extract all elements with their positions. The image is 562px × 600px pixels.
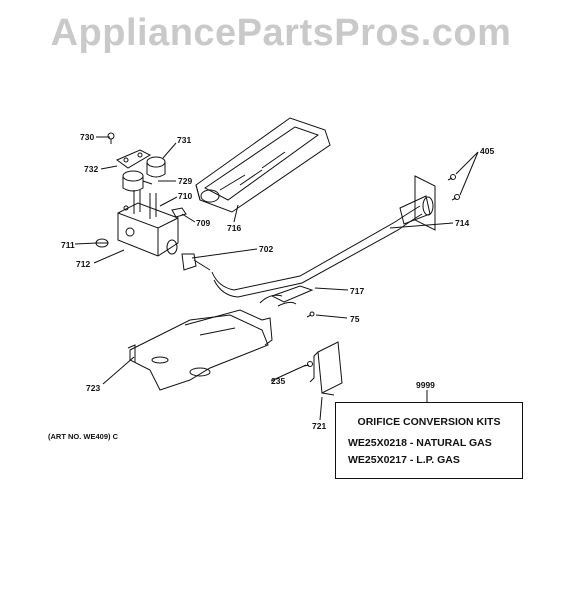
kit-part-number: WE25X0217 bbox=[348, 454, 407, 466]
callout-716: 716 bbox=[227, 223, 242, 233]
callout-709: 709 bbox=[196, 218, 211, 228]
burner-716 bbox=[195, 117, 331, 213]
kit-description: - NATURAL GAS bbox=[409, 437, 492, 449]
igniter-717 bbox=[259, 285, 314, 307]
art-number: (ART NO. WE409) C bbox=[48, 432, 119, 441]
screw-75 bbox=[306, 311, 315, 318]
callout-717: 717 bbox=[350, 286, 365, 296]
kit-part-number: WE25X0218 bbox=[348, 437, 407, 449]
kit-title: ORIFICE CONVERSION KITS bbox=[357, 416, 501, 428]
callout-75: 75 bbox=[350, 314, 360, 324]
callout-710: 710 bbox=[178, 191, 193, 201]
kit-row-natural: WE25X0218 - NATURAL GAS bbox=[348, 437, 492, 449]
watermark-text: AppliancePartsPros.com bbox=[50, 12, 512, 54]
screw-711 bbox=[95, 238, 109, 248]
fitting-702 bbox=[166, 239, 211, 271]
callout-729: 729 bbox=[178, 176, 193, 186]
coil-731 bbox=[146, 156, 166, 178]
callout-235: 235 bbox=[271, 376, 286, 386]
callout-731: 731 bbox=[177, 135, 192, 145]
screw-235 bbox=[303, 361, 313, 367]
screw-730 bbox=[107, 132, 115, 144]
coil-729 bbox=[122, 170, 153, 192]
tube-714 bbox=[211, 195, 431, 298]
leader-lines bbox=[74, 136, 479, 421]
callout-9999: 9999 bbox=[416, 380, 435, 390]
callout-712: 712 bbox=[76, 259, 91, 269]
callout-723: 723 bbox=[86, 383, 101, 393]
callout-721: 721 bbox=[312, 421, 327, 431]
callout-730: 730 bbox=[80, 132, 95, 142]
callout-711: 711 bbox=[61, 240, 75, 250]
kit-row-lp: WE25X0217 - L.P. GAS bbox=[348, 454, 460, 466]
callout-714: 714 bbox=[455, 218, 470, 228]
callout-732: 732 bbox=[84, 164, 99, 174]
callout-405: 405 bbox=[480, 146, 495, 156]
shield-721 bbox=[309, 341, 343, 396]
part-709 bbox=[171, 207, 187, 218]
orifice-kit-box: ORIFICE CONVERSION KITS WE25X0218 - NATU… bbox=[335, 402, 523, 479]
mounting-plate bbox=[414, 175, 436, 231]
bracket-723 bbox=[127, 309, 273, 391]
bracket-732 bbox=[115, 149, 152, 169]
kit-description: - L.P. GAS bbox=[409, 454, 460, 466]
screws-405 bbox=[447, 174, 460, 201]
valve-712 bbox=[117, 190, 179, 257]
callout-702: 702 bbox=[259, 244, 274, 254]
